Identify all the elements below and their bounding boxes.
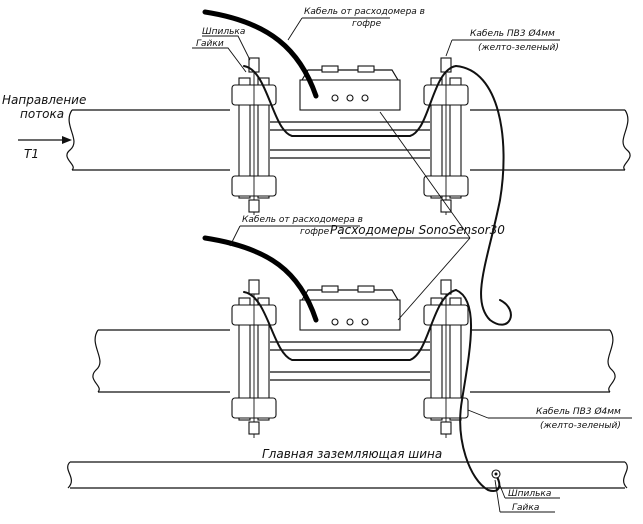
nuts-top-label: Гайки — [196, 39, 224, 49]
flowmeters-label: Расходомеры SonoSensor30 — [330, 223, 505, 237]
cable-bottom-label-line2: гофре — [300, 227, 330, 237]
pv3-cable-lower — [455, 289, 501, 492]
leaders — [192, 17, 632, 513]
pipe-bottom-right-break — [607, 329, 616, 393]
pipe-top-left — [72, 109, 230, 171]
pv3-bottom-label-line1: Кабель ПВ3 Ø4мм — [536, 406, 621, 417]
pipe-assembly-top — [66, 9, 631, 215]
stud-top-label: Шпилька — [202, 27, 245, 37]
stud-bottom-label: Шпилька — [508, 489, 551, 499]
pv3-cable-upper — [455, 65, 512, 326]
flange-bottom-left — [231, 279, 277, 438]
flange-bottom-right — [423, 279, 469, 438]
spool-bottom — [270, 341, 430, 381]
nut-bottom-label: Гайка — [512, 503, 539, 513]
pipe-top-left-break — [66, 109, 75, 171]
pv3-top-label-line1: Кабель ПВ3 Ø4мм — [470, 28, 555, 39]
jumper-bottom — [243, 289, 457, 361]
jumper-top — [243, 65, 457, 137]
cable-top-label-line2: гофре — [352, 19, 382, 29]
flange-top-left — [231, 57, 277, 215]
flowmeter-top — [299, 65, 401, 111]
pipe-assembly-bottom — [92, 235, 616, 438]
flow-marker-label: T1 — [24, 147, 39, 161]
meter-cable-bottom — [202, 235, 319, 323]
flow-direction-label-line2: потока — [20, 107, 64, 121]
flow-direction-label-line1: Направление — [2, 93, 86, 107]
flow-arrow — [18, 136, 72, 144]
pipe-bottom-right — [470, 329, 610, 393]
meter-cable-top — [202, 9, 319, 99]
flowmeter-bottom — [299, 285, 401, 331]
pipe-bottom-left-break — [92, 329, 101, 393]
pipe-top-right — [470, 109, 625, 171]
ground-bus-label: Главная заземляющая шина — [262, 447, 442, 461]
pv3-bottom-label-line2: (желто-зеленый) — [540, 421, 621, 431]
flange-top-right — [423, 57, 469, 215]
cable-top-label-line1: Кабель от расходомера в — [304, 7, 425, 17]
spool-top — [270, 121, 430, 159]
pv3-top-label-line2: (желто-зеленый) — [478, 43, 559, 53]
pipe-top-right-break — [622, 109, 631, 171]
pipe-bottom-left — [98, 329, 230, 393]
ground-bus — [67, 461, 628, 489]
cable-bottom-label-line1: Кабель от расходомера в — [242, 215, 363, 225]
